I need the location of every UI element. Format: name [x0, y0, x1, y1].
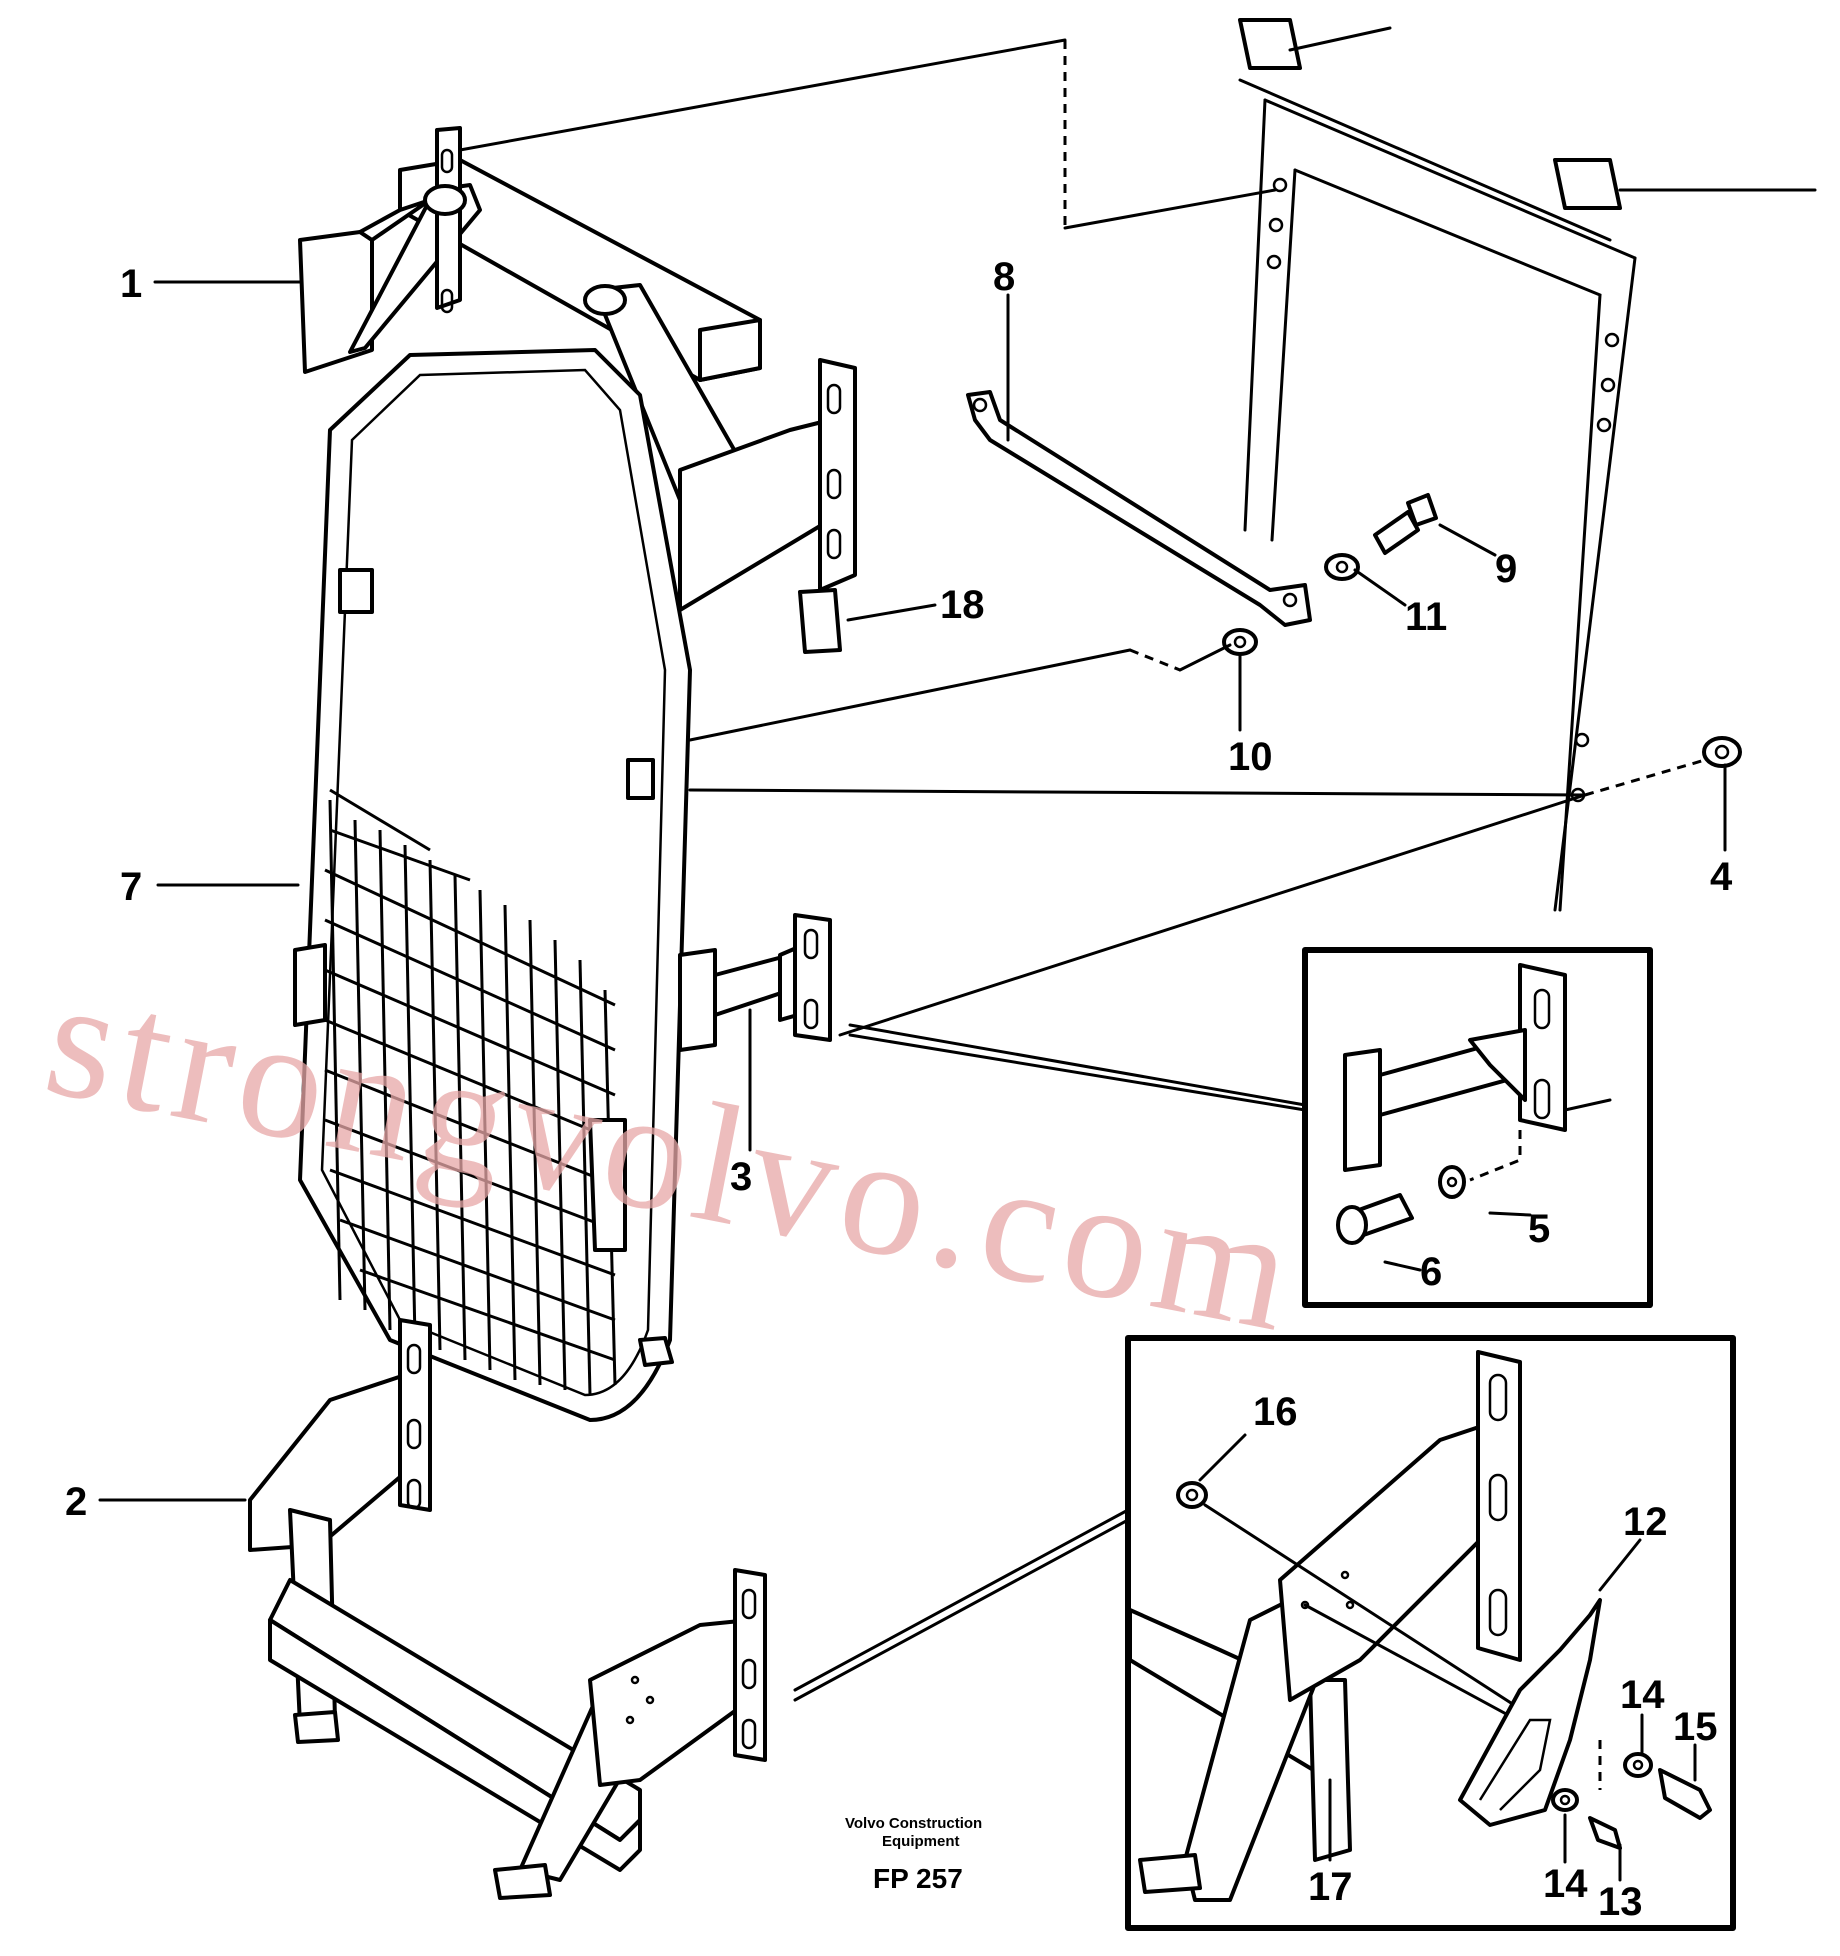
- washer-lower: [1222, 628, 1258, 656]
- figure-code: FP 257: [873, 1863, 963, 1894]
- callout-3: 3: [730, 1155, 752, 1199]
- callout-14-lower: 14: [1543, 1862, 1588, 1906]
- callout-4: 4: [1710, 855, 1733, 899]
- callout-16: 16: [1253, 1390, 1298, 1434]
- stay-bar: [966, 390, 1312, 627]
- callout-5: 5: [1528, 1207, 1550, 1251]
- callout-17: 17: [1308, 1865, 1353, 1909]
- upper-bracket: [298, 38, 1067, 612]
- callout-9: 9: [1495, 547, 1517, 591]
- guard-frame: [293, 348, 1587, 1422]
- inset-detail-hinge: [848, 947, 1653, 1308]
- credit-line-1: Volvo Construction: [845, 1815, 982, 1832]
- nut-plate: [798, 588, 842, 654]
- plug: [1584, 736, 1742, 797]
- inset-detail-latch: [793, 1335, 1736, 1931]
- callout-12: 12: [1623, 1500, 1668, 1544]
- hinge-bracket: [678, 793, 1587, 1052]
- guard-mesh: [324, 788, 617, 1396]
- callout-2: 2: [65, 1480, 87, 1524]
- bolt: [1373, 493, 1438, 555]
- callout-15: 15: [1673, 1705, 1718, 1749]
- callout-18: 18: [940, 583, 985, 627]
- lower-bracket: [248, 1318, 767, 1900]
- callout-labels: 1 2 3 4 5 6 7 8 9 10 11 12 13 14 14 15 1…: [65, 255, 1733, 1924]
- callout-1: 1: [120, 262, 142, 306]
- callout-13: 13: [1598, 1880, 1643, 1924]
- callout-11: 11: [1405, 595, 1447, 639]
- credit-line-2: Equipment: [882, 1833, 960, 1850]
- callout-6: 6: [1420, 1250, 1442, 1294]
- callout-10: 10: [1228, 735, 1273, 779]
- washer-upper: [1324, 553, 1360, 581]
- callout-14-upper: 14: [1620, 1673, 1665, 1717]
- callout-7: 7: [120, 865, 142, 909]
- cab-frame: [1063, 18, 1817, 912]
- callout-8: 8: [993, 255, 1015, 299]
- callout-leaders: [98, 280, 1727, 1882]
